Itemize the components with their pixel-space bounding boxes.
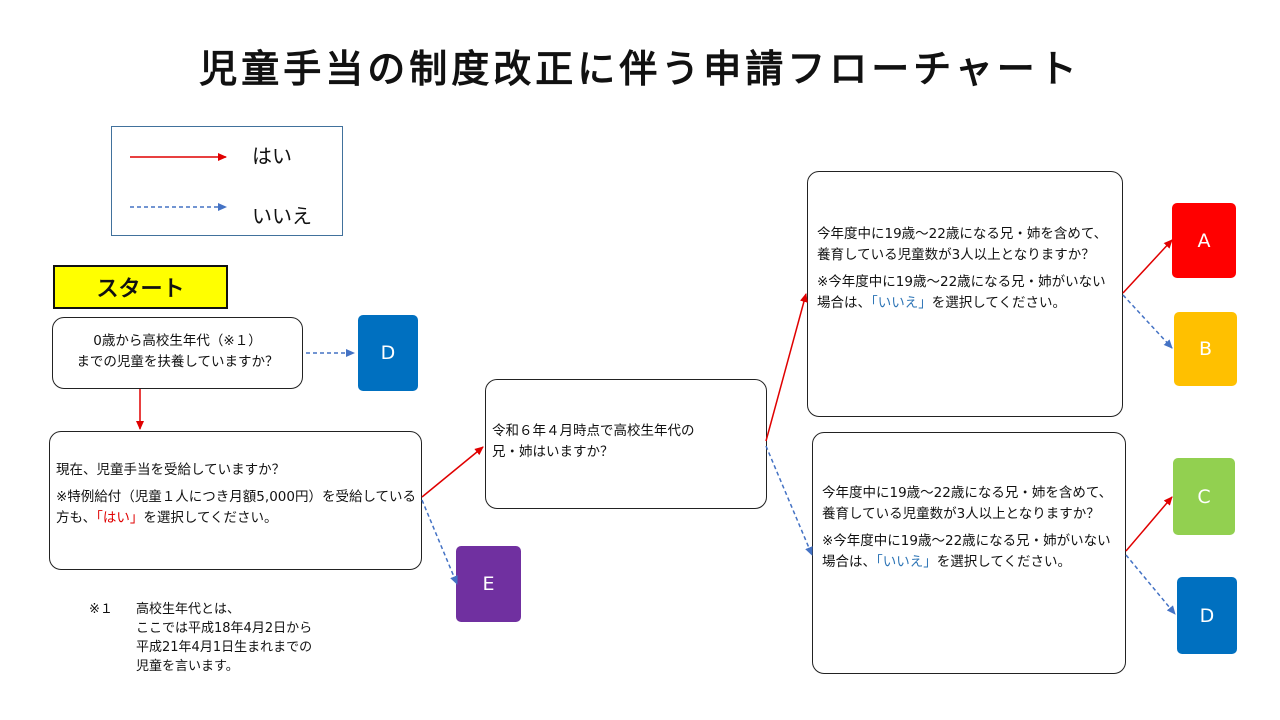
q5-note-after: を選択してください。 — [936, 554, 1071, 570]
footnote-line1: 高校生年代とは、 — [136, 602, 241, 617]
arrow-q3-yes — [765, 293, 808, 442]
arrow-q4-no — [1122, 294, 1173, 349]
q4-note-highlight: 「いいえ」 — [871, 295, 932, 311]
footnote-text: 高校生年代とは、 ここでは平成18年4月2日から 平成21年4月1日生まれまでの… — [136, 600, 312, 676]
q4-note-after: を選択してください。 — [931, 295, 1066, 311]
legend-no-label: いいえ — [252, 204, 312, 228]
q1-line2: までの児童を扶養していますか？ — [76, 354, 279, 370]
arrow-q2-yes — [421, 446, 484, 498]
q5-note: ※今年度中に19歳～22歳になる兄・姉がいない場合は、「いいえ」を選択してくださ… — [822, 531, 1117, 573]
q2-note: ※特例給付（児童１人につき月額5,000円）を受給している方も、「はい」を選択し… — [56, 487, 417, 529]
arrow-q2-no — [421, 499, 458, 585]
q2-note-before: ※特例給付（児童１人につき月額5,000円）を受給している方も、 — [56, 489, 417, 526]
question-box-q3: 令和６年４月時点で高校生年代の 兄・姉はいますか？ — [485, 379, 767, 509]
result-d-bottom: D — [1177, 577, 1237, 654]
arrow-q3-no — [765, 445, 813, 556]
footnote-line2: ここでは平成18年4月2日から — [136, 621, 313, 636]
arrow-q5-yes — [1125, 496, 1173, 552]
q2-text: 現在、児童手当を受給していますか？ — [56, 462, 286, 478]
question-box-q1: 0歳から高校生年代（※１） までの児童を扶養していますか？ — [52, 317, 303, 389]
q2-note-after: を選択してください。 — [143, 510, 278, 526]
question-box-q4: 今年度中に19歳～22歳になる兄・姉を含めて、養育している児童数が3人以上となり… — [807, 171, 1123, 417]
question-box-q5: 今年度中に19歳～22歳になる兄・姉を含めて、養育している児童数が3人以上となり… — [812, 432, 1126, 674]
q3-line2: 兄・姉はいますか？ — [492, 444, 614, 460]
footnote-line3: 平成21年4月1日生まれまでの — [136, 640, 313, 655]
question-box-q2: 現在、児童手当を受給していますか？ ※特例給付（児童１人につき月額5,000円）… — [49, 431, 422, 570]
footnote-mark: ※１ — [89, 602, 113, 617]
arrow-q4-yes — [1122, 239, 1173, 294]
legend — [111, 126, 343, 236]
result-e: E — [456, 546, 521, 622]
q4-text: 今年度中に19歳～22歳になる兄・姉を含めて、養育している児童数が3人以上となり… — [817, 226, 1108, 263]
q2-note-highlight: 「はい」 — [96, 510, 144, 526]
start-label: スタート — [53, 265, 228, 309]
q5-note-before: ※今年度中に19歳～22歳になる兄・姉がいない場合は、 — [822, 533, 1111, 570]
legend-yes-label: はい — [252, 144, 292, 168]
q5-note-highlight: 「いいえ」 — [876, 554, 937, 570]
q4-note-before: ※今年度中に19歳～22歳になる兄・姉がいない場合は、 — [817, 274, 1106, 311]
q5-text: 今年度中に19歳～22歳になる兄・姉を含めて、養育している児童数が3人以上となり… — [822, 485, 1113, 522]
result-d-top: D — [358, 315, 418, 391]
arrow-q5-no — [1125, 554, 1176, 615]
page-title: 児童手当の制度改正に伴う申請フローチャート — [199, 47, 1081, 91]
footnote-line4: 児童を言います。 — [136, 659, 239, 674]
result-c: C — [1173, 458, 1235, 535]
result-a: A — [1172, 203, 1236, 278]
result-b: B — [1174, 312, 1237, 386]
q1-line1: 0歳から高校生年代（※１） — [93, 333, 262, 349]
q3-line1: 令和６年４月時点で高校生年代の — [492, 423, 695, 439]
q4-note: ※今年度中に19歳～22歳になる兄・姉がいない場合は、「いいえ」を選択してくださ… — [817, 272, 1114, 314]
